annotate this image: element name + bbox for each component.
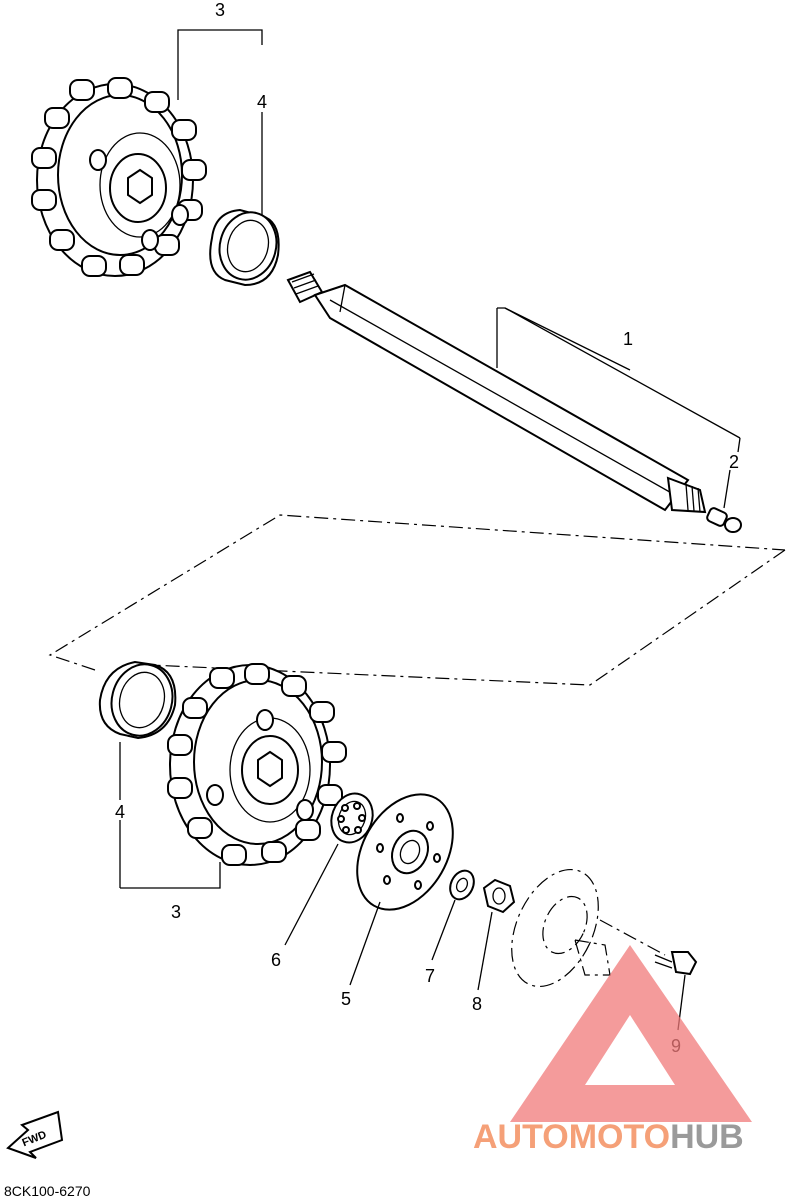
bottom-collar — [98, 660, 177, 740]
callout-labels: 3 4 1 2 4 3 6 5 7 8 9 — [115, 0, 739, 1056]
callout-6: 6 — [271, 950, 281, 970]
fwd-arrow-icon: FWD — [6, 1110, 64, 1159]
top-collar — [209, 208, 280, 287]
shaft-end-pin — [706, 507, 742, 533]
callout-4-bottom: 4 — [115, 802, 125, 822]
diagram-code: 8CK100-6270 — [4, 1183, 91, 1199]
flange-plate — [356, 793, 454, 911]
callout-7: 7 — [425, 966, 435, 986]
exploded-view-guide — [48, 514, 786, 956]
callout-1: 1 — [623, 329, 633, 349]
hub-assembly — [511, 868, 611, 988]
drive-shaft — [286, 270, 707, 514]
bearing — [330, 792, 374, 844]
callout-4-top: 4 — [257, 92, 267, 112]
washer — [449, 869, 475, 901]
callout-5: 5 — [341, 989, 351, 1009]
callout-3-top: 3 — [215, 0, 225, 20]
watermark-part-b: HUB — [670, 1118, 744, 1156]
callout-3-bottom: 3 — [171, 902, 181, 922]
bottom-sprocket — [167, 663, 347, 866]
callout-2: 2 — [729, 452, 739, 472]
bolt — [654, 951, 698, 976]
watermark-logo-icon — [510, 945, 752, 1122]
leader-lines — [119, 29, 741, 1031]
watermark-part-a: AUTOMOTO — [473, 1118, 670, 1156]
watermark-wordmark: AUTOMOTOHUB — [473, 1118, 744, 1156]
nut — [482, 878, 516, 914]
top-sprocket — [31, 77, 207, 277]
callout-8: 8 — [472, 994, 482, 1014]
